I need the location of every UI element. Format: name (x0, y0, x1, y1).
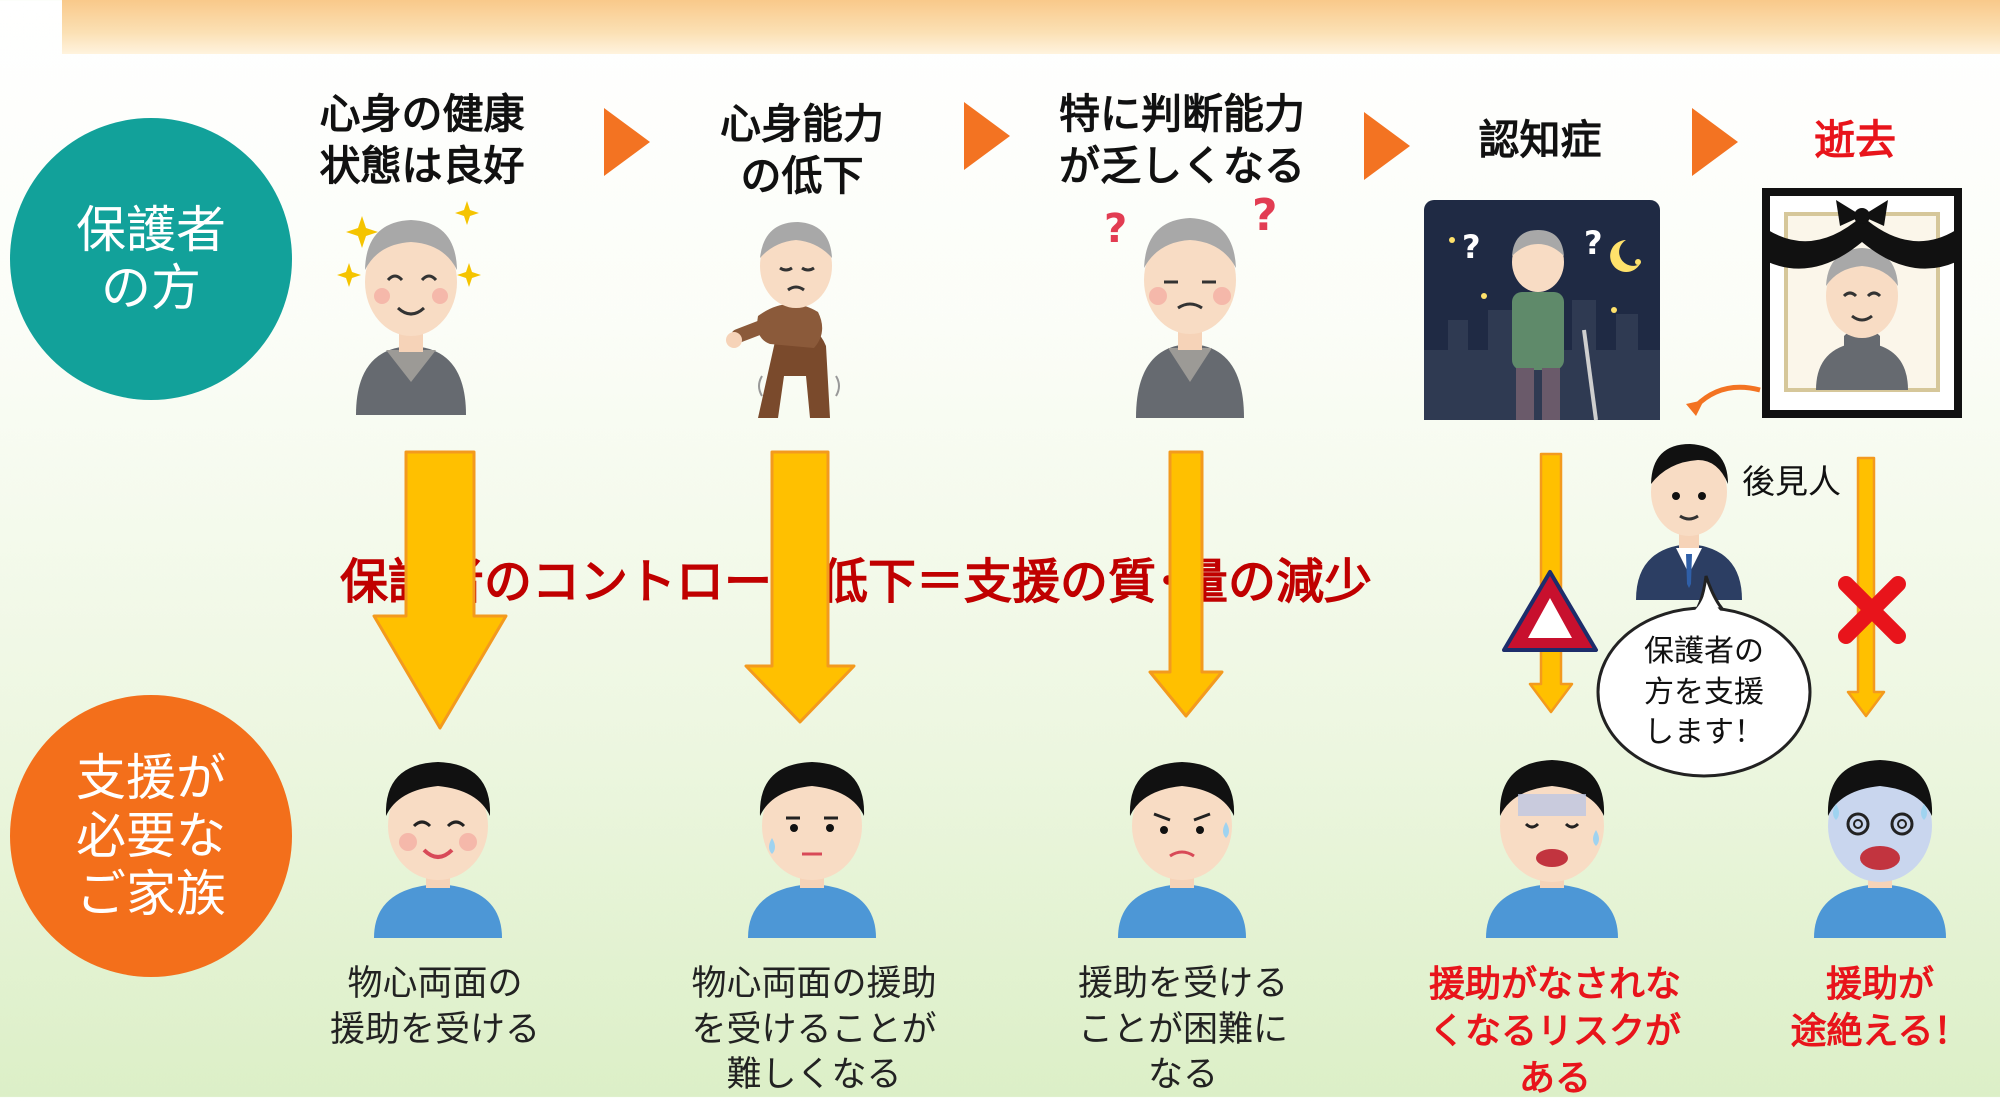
stage-title-2: 心身能力 の低下 (720, 100, 884, 201)
chevron-right-icon (604, 108, 650, 176)
chevron-right-icon (1364, 112, 1410, 180)
stage-title-3: 特に判断能力 が乏しくなる (1059, 90, 1305, 191)
guardian-label: 後見人 (1742, 462, 1841, 501)
curved-arrow-icon (1686, 384, 1761, 416)
healthy-elder (337, 201, 481, 415)
caption-4: 援助がなされな くなるリスクが ある (1428, 964, 1681, 1099)
troubled-child (1118, 762, 1246, 938)
family-label: 支援が 必要な ご家族 (76, 749, 226, 923)
stage-title-1: 心身の健康 状態は良好 (319, 90, 525, 191)
chevron-right-icon (964, 102, 1010, 170)
speech-bubble-text: 保護者の 方を支援 します！ (1644, 634, 1764, 750)
support-arrow-1 (372, 450, 508, 730)
stage-title-4: 認知症 (1478, 116, 1602, 164)
speech-bubble (1596, 575, 1812, 778)
protector-circle: 保護者 の方 (10, 118, 292, 400)
worried-child (748, 762, 876, 938)
svg-text:?: ? (1584, 224, 1603, 262)
distressed-child (1486, 760, 1618, 938)
wandering-elder: ? ? (1424, 200, 1660, 421)
confused-elder: ? ? (1104, 190, 1278, 418)
happy-child (374, 762, 502, 938)
top-banner (62, 0, 2000, 54)
guardian-figure (1636, 444, 1742, 600)
svg-text:?: ? (1462, 228, 1481, 266)
memorial-portrait (1762, 188, 1962, 418)
svg-text:?: ? (1104, 206, 1127, 252)
caption-5: 援助が 途絶える！ (1790, 964, 1970, 1052)
caption-3: 援助を受ける ことが困難に なる (1077, 964, 1288, 1095)
caption-2: 物心両面の援助 を受けることが 難しくなる (691, 964, 937, 1095)
cross-mark-icon (1838, 576, 1906, 644)
chevron-right-icon (1692, 108, 1738, 176)
warning-triangle-icon (1502, 570, 1598, 652)
caption-1: 物心両面の 援助を受ける (329, 964, 540, 1050)
family-circle: 支援が 必要な ご家族 (10, 695, 292, 977)
support-arrow-5 (1846, 456, 1886, 718)
frail-elder (726, 222, 840, 418)
crying-child (1814, 760, 1946, 938)
stage-title-5: 逝去 (1814, 116, 1896, 164)
svg-text:?: ? (1252, 190, 1278, 241)
protector-label: 保護者 の方 (76, 201, 226, 317)
support-arrow-3 (1148, 450, 1224, 718)
support-arrow-2 (744, 450, 856, 724)
